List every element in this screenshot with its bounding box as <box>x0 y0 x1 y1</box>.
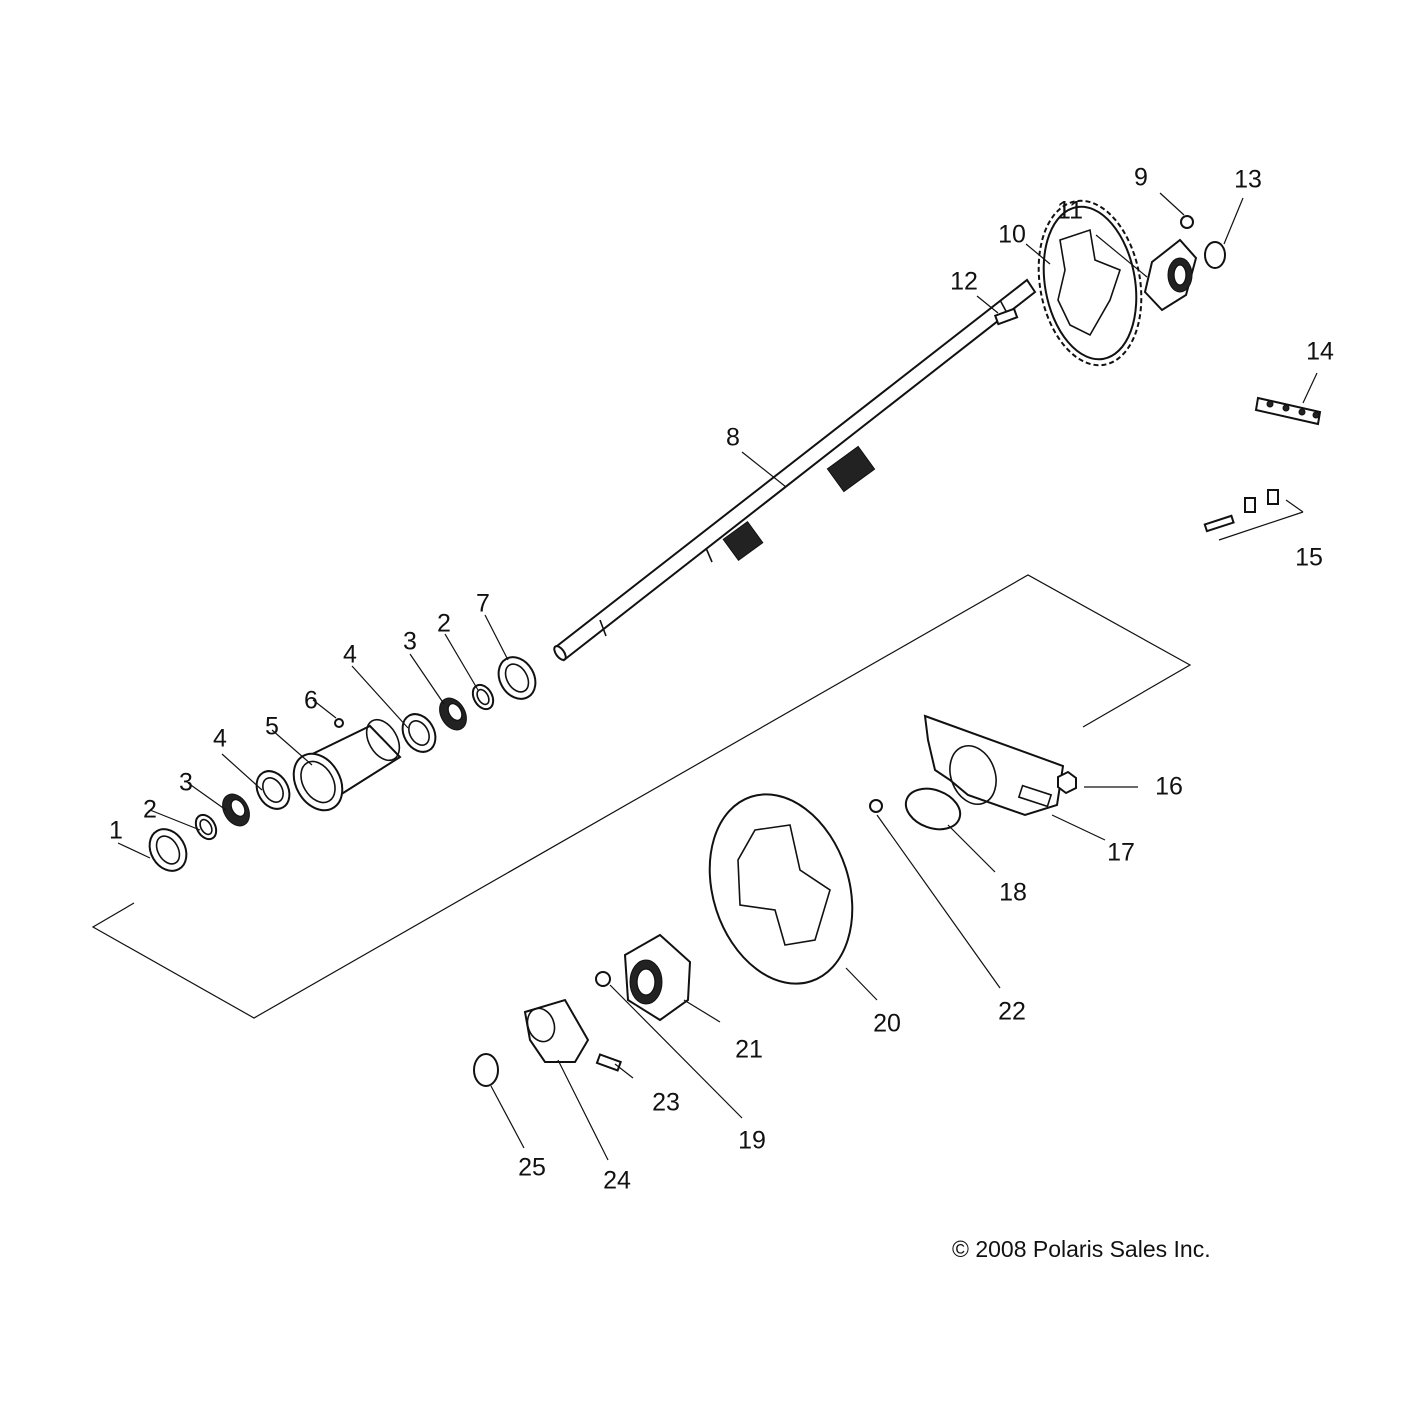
callout-16: 16 <box>1155 772 1183 801</box>
part-brake-disc-20 <box>708 793 854 985</box>
part-nut-19 <box>595 971 611 987</box>
callout-12: 12 <box>950 267 978 296</box>
part-seal-1 <box>148 828 188 872</box>
leader-lines <box>117 192 1318 1161</box>
part-bearing-housing-5 <box>292 718 402 812</box>
copyright-notice: © 2008 Polaris Sales Inc. <box>952 1236 1211 1262</box>
callout-15: 15 <box>1295 543 1323 572</box>
part-grease-fitting-6 <box>334 718 344 728</box>
part-seal-7 <box>497 656 537 700</box>
callout-21: 21 <box>735 1035 763 1064</box>
callout-24: 24 <box>603 1166 631 1195</box>
part-ring-25 <box>473 1053 499 1087</box>
part-race-4a <box>255 770 291 810</box>
callout-4: 4 <box>213 724 227 753</box>
part-snap-ring-2a <box>194 813 218 841</box>
callout-13: 13 <box>1234 165 1262 194</box>
part-ring-13 <box>1204 241 1226 269</box>
part-bolt-23 <box>595 1053 622 1072</box>
callout-18: 18 <box>999 878 1027 907</box>
callout-4: 4 <box>343 640 357 669</box>
part-axle-shaft <box>553 278 1037 662</box>
part-hub-21 <box>623 933 692 1022</box>
part-bearing-3a <box>222 793 250 827</box>
callout-3: 3 <box>403 627 417 656</box>
part-master-link-15 <box>1203 489 1304 541</box>
part-nut-9 <box>1180 215 1194 229</box>
part-bearing-3b <box>439 697 467 731</box>
part-pin-12 <box>993 307 1019 326</box>
callout-10: 10 <box>998 220 1026 249</box>
part-snap-ring-2b <box>471 683 495 711</box>
part-sprocket-hub-11 <box>1143 238 1198 312</box>
part-chain-14 <box>1254 396 1322 426</box>
callout-23: 23 <box>652 1088 680 1117</box>
assembly-bracket <box>91 574 1192 1019</box>
callout-5: 5 <box>265 712 279 741</box>
part-hub-cap-24 <box>523 998 590 1063</box>
callout-2: 2 <box>143 795 157 824</box>
part-nut-16 <box>1057 770 1077 795</box>
callout-7: 7 <box>476 589 490 618</box>
part-bolt-22 <box>869 799 883 813</box>
callout-19: 19 <box>738 1126 766 1155</box>
callout-3: 3 <box>179 768 193 797</box>
callout-8: 8 <box>726 423 740 452</box>
callout-20: 20 <box>873 1009 901 1038</box>
callout-14: 14 <box>1306 337 1334 366</box>
callout-22: 22 <box>998 997 1026 1026</box>
callout-2: 2 <box>437 609 451 638</box>
callout-1: 1 <box>109 816 123 845</box>
callout-9: 9 <box>1134 163 1148 192</box>
part-race-4b <box>401 713 437 753</box>
callout-11: 11 <box>1057 196 1083 225</box>
part-clip-18 <box>904 787 962 831</box>
callout-17: 17 <box>1107 838 1135 867</box>
part-sprocket-10 <box>1037 199 1143 367</box>
callout-25: 25 <box>518 1153 546 1182</box>
callout-6: 6 <box>304 686 318 715</box>
